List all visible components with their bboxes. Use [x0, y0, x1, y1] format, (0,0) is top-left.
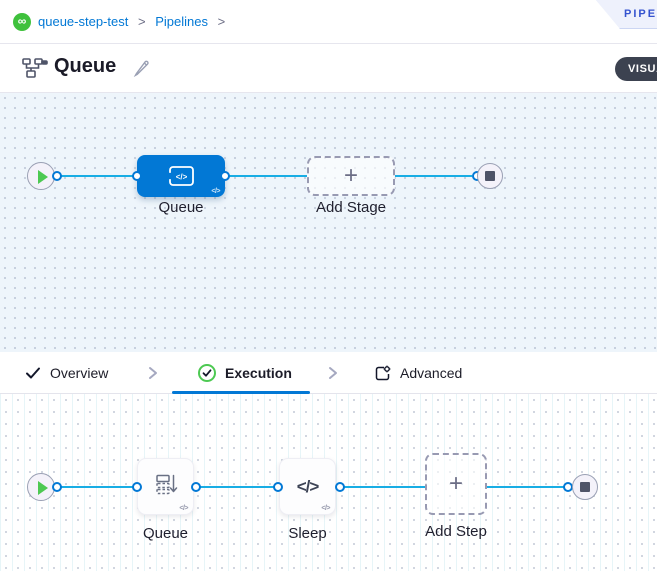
stage-canvas[interactable]: </> </> Queue + Add Stage: [0, 93, 657, 352]
stop-icon: [485, 171, 495, 181]
tab-advanced[interactable]: Advanced: [374, 352, 462, 394]
add-stage-label: Add Stage: [315, 199, 387, 216]
pipeline-icon: [22, 58, 48, 85]
pipeline-end-node: [477, 163, 503, 189]
svg-text:</>: </>: [176, 173, 188, 182]
flow-line: [196, 486, 278, 488]
port[interactable]: [132, 482, 142, 492]
tab-execution-label: Execution: [225, 365, 292, 381]
custom-stage-icon: </>: [166, 166, 194, 186]
queue-step-icon: [153, 471, 179, 502]
step-node-queue[interactable]: </>: [137, 458, 194, 515]
step-sleep-label: Sleep: [288, 525, 327, 542]
edit-title-icon[interactable]: [133, 59, 151, 82]
breadcrumb-pipelines[interactable]: Pipelines: [155, 14, 208, 29]
flow-line: [487, 486, 564, 488]
flow-line: [57, 175, 137, 177]
add-step-button[interactable]: +: [425, 453, 487, 515]
breadcrumb: queue-step-test > Pipelines >: [38, 14, 231, 29]
pipeline-studio-ribbon: PIPELINE STUDIO: [596, 0, 657, 29]
visual-yaml-toggle[interactable]: VISUAL: [615, 57, 657, 81]
stop-icon: [580, 482, 590, 492]
flow-line: [395, 175, 472, 177]
tab-advanced-label: Advanced: [400, 365, 463, 381]
step-code-badge[interactable]: </>: [321, 505, 330, 512]
execution-step-canvas[interactable]: </> Queue </> </> Sleep + Add Step: [0, 394, 657, 571]
flow-line: [57, 486, 137, 488]
execution-end-node: [572, 474, 598, 500]
step-code-badge[interactable]: </>: [179, 505, 188, 512]
check-circle-icon: [198, 364, 216, 382]
plus-icon: +: [448, 470, 464, 497]
code-step-icon: </>: [296, 476, 320, 496]
check-icon: [26, 367, 40, 379]
add-stage-button[interactable]: +: [307, 156, 395, 196]
tab-overview[interactable]: Overview: [25, 352, 108, 394]
page-title: Queue: [54, 55, 117, 77]
stage-config-tabs: Overview Execution Advanced: [0, 352, 657, 394]
tab-execution[interactable]: Execution: [198, 352, 292, 394]
ribbon-label: PIPELINE STUDIO: [624, 8, 657, 20]
harness-logo-icon: ∞: [13, 13, 31, 31]
tab-overview-label: Overview: [50, 365, 109, 381]
breadcrumb-separator: >: [137, 14, 146, 29]
plus-icon: +: [343, 162, 359, 189]
flow-line: [340, 486, 425, 488]
port[interactable]: [132, 171, 142, 181]
step-node-sleep[interactable]: </> </>: [279, 458, 336, 515]
port[interactable]: [191, 482, 201, 492]
port[interactable]: [52, 482, 62, 492]
stage-code-badge[interactable]: </>: [211, 188, 220, 195]
play-icon: [38, 170, 48, 184]
port[interactable]: [220, 171, 230, 181]
execution-start-node[interactable]: [27, 473, 55, 501]
title-bar: Queue VISUAL: [0, 44, 657, 93]
play-icon: [38, 481, 48, 495]
pipeline-start-node[interactable]: [27, 162, 55, 190]
add-step-label: Add Step: [425, 523, 487, 540]
port[interactable]: [335, 482, 345, 492]
breadcrumb-project[interactable]: queue-step-test: [38, 14, 129, 29]
stage-label: Queue: [158, 199, 204, 216]
port[interactable]: [52, 171, 62, 181]
stage-node-queue[interactable]: </> </>: [137, 155, 225, 197]
breadcrumb-separator: >: [217, 14, 226, 29]
chevron-right-icon: [326, 365, 340, 386]
port[interactable]: [273, 482, 283, 492]
step-queue-label: Queue: [142, 525, 189, 542]
advanced-settings-icon: [375, 365, 391, 380]
flow-line: [225, 175, 307, 177]
breadcrumb-bar: ∞ queue-step-test > Pipelines > PIPELINE…: [0, 0, 657, 44]
active-tab-underline: [172, 391, 310, 394]
chevron-right-icon: [146, 365, 160, 386]
